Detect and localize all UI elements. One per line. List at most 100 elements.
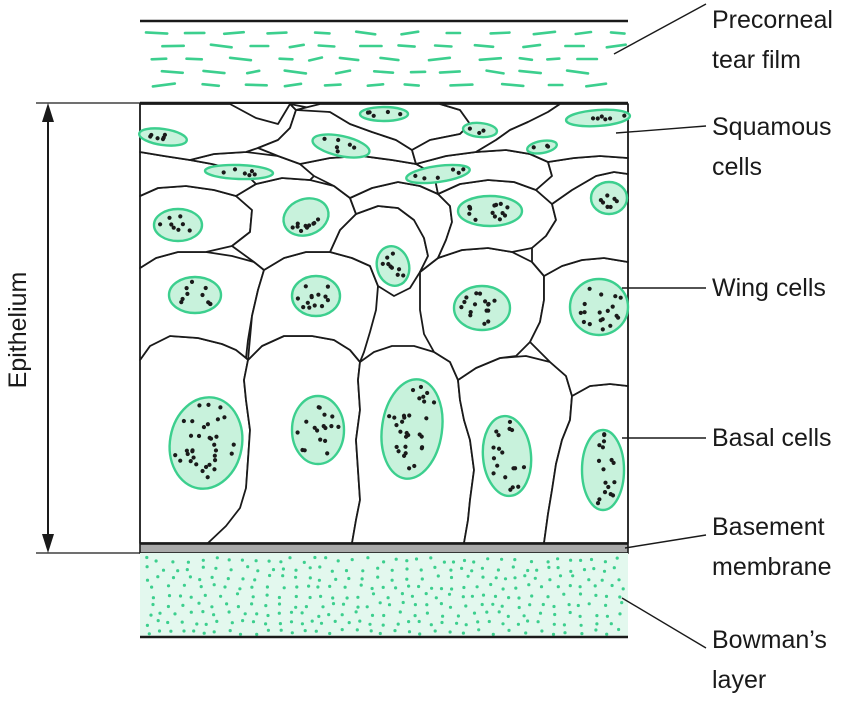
chromatin-dot (545, 144, 551, 149)
bowmans-layer-dot (264, 604, 268, 608)
chromatin-dot (598, 198, 603, 203)
bowmans-layer-dot (615, 556, 619, 560)
nucleus-membrane (461, 121, 499, 139)
bowmans-layer-dot (316, 585, 320, 589)
chromatin-dot (323, 425, 328, 431)
bowmans-layer-dot (489, 582, 493, 587)
bowmans-layer-dot (513, 558, 517, 562)
chromatin-dot (194, 462, 199, 467)
bowmans-layer-dot (359, 583, 363, 587)
bowmans-layer-dot (185, 568, 189, 572)
bowmans-layer-dot (371, 592, 376, 596)
chromatin-dot (304, 419, 309, 424)
bowmans-layer-dot (441, 614, 445, 618)
bowmans-layer-dot (464, 623, 468, 627)
bowmans-layer-dot (477, 628, 481, 632)
bowmans-layer-dot (546, 560, 550, 564)
chromatin-dot (352, 145, 357, 150)
epithelium-arrow-head-bottom (42, 534, 54, 553)
bowmans-layer-dot (485, 610, 489, 614)
bowmans-layer-dot (418, 632, 422, 636)
bowman-label-line2: layer (712, 666, 766, 694)
chromatin-dot (315, 217, 321, 222)
bowmans-layer-dot (580, 632, 584, 636)
bowmans-layer-dot (595, 622, 599, 626)
chromatin-dot (417, 432, 422, 437)
bowmans-layer-dot (424, 592, 428, 596)
bowmans-layer-dot (201, 610, 205, 614)
chromatin-dot (212, 453, 217, 458)
bowmans-layer-dot (319, 594, 323, 599)
bowmans-layer-dot (602, 569, 607, 573)
chromatin-dot (605, 193, 610, 198)
chromatin-dot (598, 318, 603, 323)
chromatin-dot (178, 214, 183, 219)
chromatin-dot (587, 322, 592, 327)
tear-film-dash (307, 56, 324, 62)
chromatin-dot (325, 284, 330, 289)
bowmans-layer-dot (219, 594, 223, 598)
bowmans-layer-dot (331, 596, 335, 600)
chromatin-dot (184, 448, 189, 453)
bowmans-layer-dot (413, 603, 417, 607)
bowmans-layer-dot (186, 560, 190, 564)
tear-film-dash (283, 69, 308, 75)
bowmans-layer-dot (480, 602, 484, 607)
bowmans-layer-dot (576, 603, 580, 608)
bowmans-layer-dot (253, 578, 257, 582)
chromatin-dot (395, 272, 400, 277)
chromatin-dot (482, 321, 487, 326)
nucleus-membrane (525, 139, 559, 155)
bowmans-layer-dot (579, 558, 583, 563)
chromatin-dot (229, 451, 234, 456)
epithelium-layer (138, 103, 632, 544)
chromatin-dot (336, 424, 341, 429)
bowmans-layer-dot (150, 585, 154, 589)
tear-film-dash (532, 30, 557, 36)
bowmans-layer-dot (462, 558, 467, 563)
chromatin-dot (495, 463, 500, 468)
bowmans-layer-dot (595, 614, 599, 618)
chromatin-dot (316, 292, 321, 297)
chromatin-dot (613, 294, 618, 299)
chromatin-dot (422, 176, 427, 181)
bowmans-layer-dot (294, 575, 298, 579)
bowmans-layer-dot (394, 586, 398, 590)
bowmans-layer-dot (506, 614, 510, 619)
bowmans-layer-dot (157, 629, 162, 633)
bowmans-layer-dot (407, 584, 411, 588)
tear-film-dash (438, 70, 462, 74)
chromatin-dot (491, 445, 496, 450)
bowmans-layer-dot (470, 594, 474, 598)
bowmans-layer-dot (317, 578, 321, 582)
chromatin-dot (200, 468, 205, 474)
bowmans-layer-dot (176, 569, 180, 573)
bowmans-layer-dot (151, 602, 155, 607)
chromatin-dot (232, 167, 238, 172)
chromatin-dot (595, 116, 600, 121)
chromatin-dot (503, 475, 508, 480)
chromatin-dot (609, 457, 614, 463)
chromatin-dot (596, 458, 602, 463)
chromatin-dot (396, 449, 401, 454)
chromatin-dot (509, 427, 515, 433)
chromatin-dot (323, 438, 328, 443)
bowmans-layer-dot (381, 623, 385, 627)
chromatin-dot (486, 308, 491, 313)
bowmans-layer-dot (302, 560, 306, 565)
chromatin-dot (418, 384, 424, 390)
chromatin-dot (582, 310, 587, 315)
bowmans-layer-dot (251, 595, 255, 599)
bowmans-layer-dot (511, 565, 515, 569)
cell-nucleus (580, 428, 626, 512)
bowmans-layer-dot (578, 614, 582, 619)
bowmans-layer-dot (308, 576, 312, 580)
chromatin-dot (212, 467, 217, 472)
chromatin-dot (608, 492, 613, 497)
cell-nucleus (456, 194, 524, 228)
bowmans-layer-dot (618, 612, 622, 616)
basement-label-line1: Basement (712, 513, 825, 541)
bowmans-layer-dot (212, 630, 216, 634)
bowmans-layer-dot (319, 621, 324, 625)
